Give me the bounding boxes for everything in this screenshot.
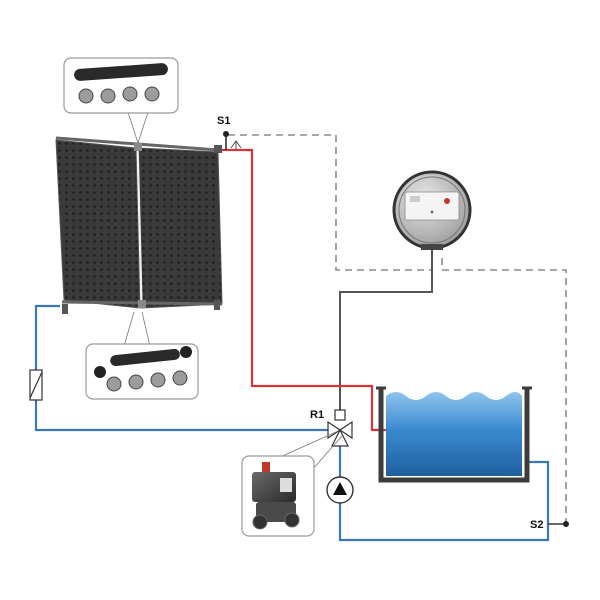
s1-sensor-wire	[228, 134, 432, 271]
s2-label: S2	[530, 519, 543, 531]
s2-sensor-wire	[441, 258, 567, 524]
controller-icon	[392, 170, 472, 250]
hot-return-pipe	[222, 148, 386, 432]
s2-sensor: S2	[530, 519, 569, 531]
three-way-valve-icon: R1	[310, 409, 353, 447]
hose-clamp-icon	[78, 86, 160, 104]
pool-suction-pipe	[338, 446, 550, 542]
brand-logo-icon	[444, 198, 450, 204]
sensor-wiring	[228, 134, 567, 524]
end-cap-icon	[94, 366, 106, 378]
bottom-fittings-callout	[85, 311, 199, 400]
sensor-probe-icon	[230, 140, 242, 150]
pool-tank	[376, 386, 532, 483]
s1-sensor: S1	[217, 115, 242, 150]
valve-detail-callout	[241, 431, 343, 537]
collector-supply-pipe	[34, 304, 328, 432]
s1-label: S1	[217, 115, 230, 127]
actuator-knob-icon	[262, 462, 270, 472]
check-valve-icon	[29, 369, 43, 401]
hose-clamp-icon	[106, 370, 188, 392]
top-fittings-callout	[63, 57, 179, 144]
r1-label: R1	[310, 409, 324, 421]
controller-cable	[339, 248, 433, 410]
pump-icon	[326, 476, 354, 504]
solar-collector	[55, 136, 223, 314]
end-cap-icon	[180, 346, 192, 358]
